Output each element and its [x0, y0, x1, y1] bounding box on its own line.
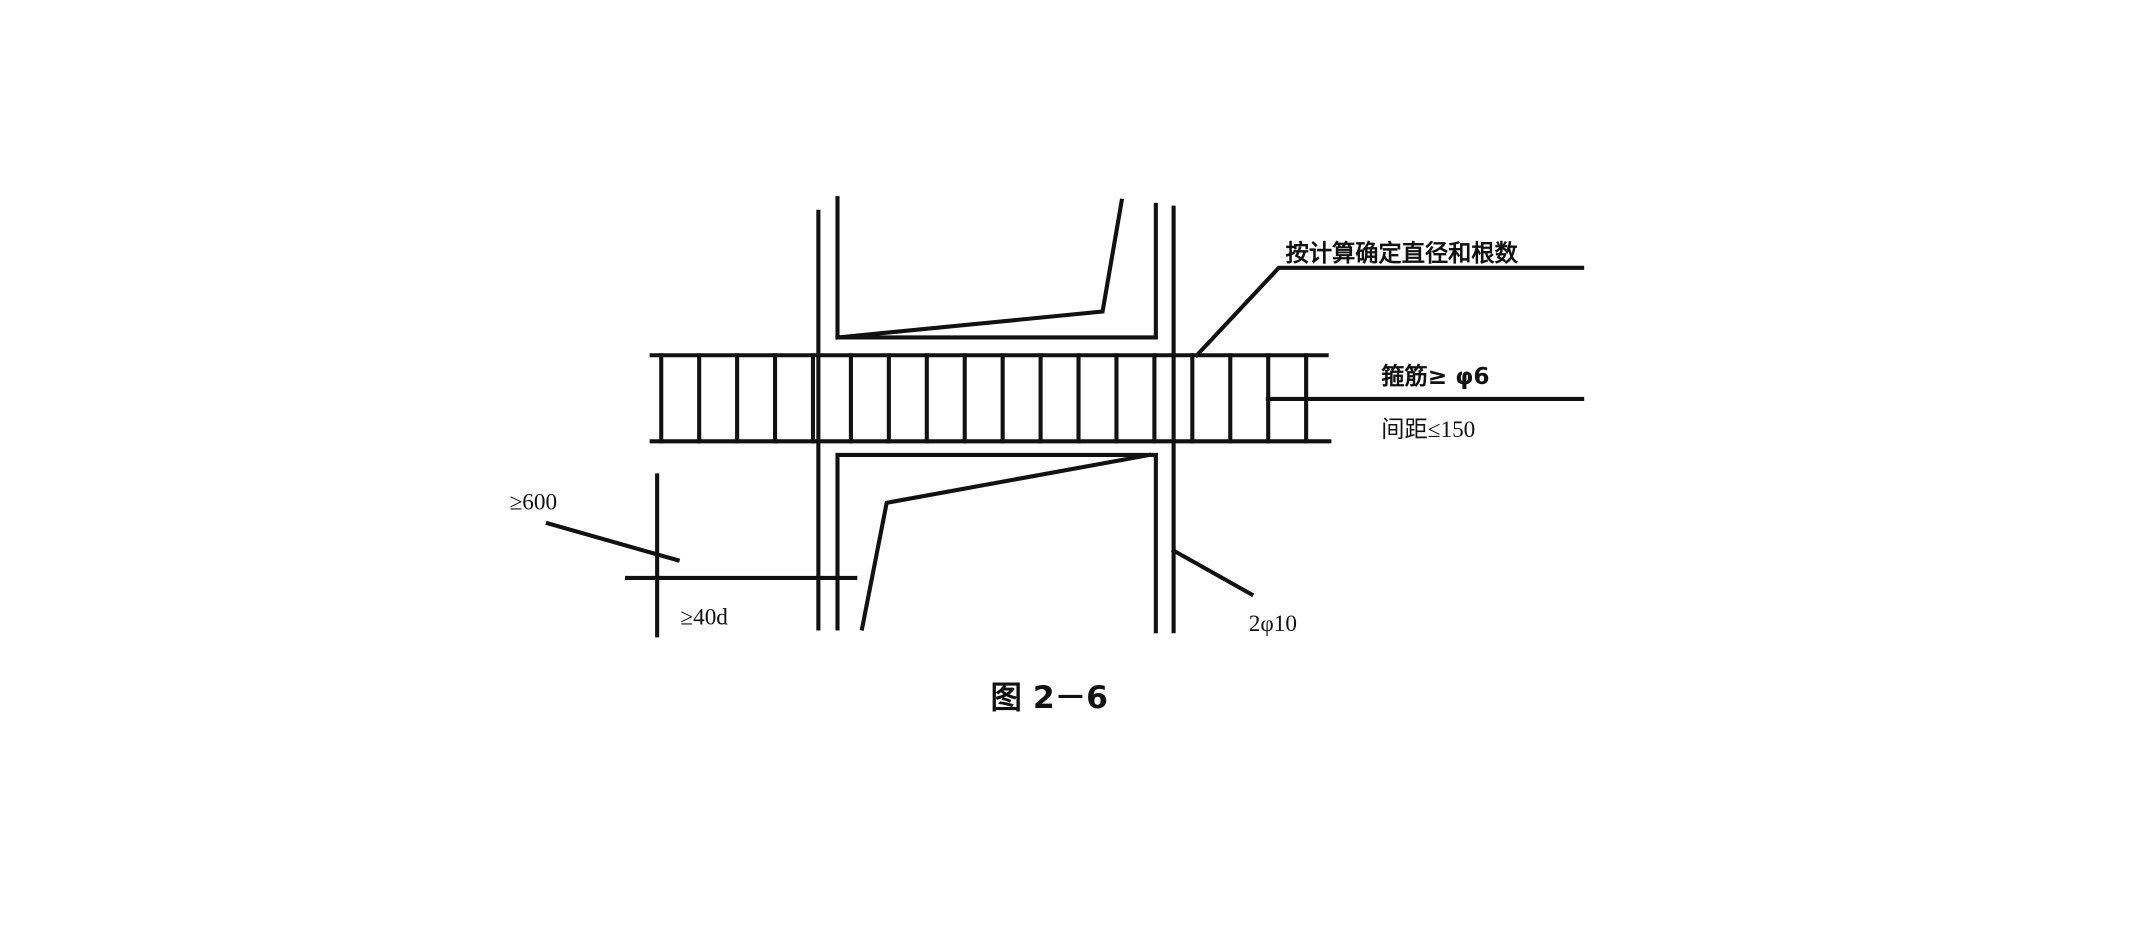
label-40d: ≥40d	[680, 604, 728, 630]
lower-bent-bar	[859, 452, 1152, 631]
leader-longitudinal-bars	[1193, 265, 1585, 359]
upper-inner-bar	[835, 196, 1158, 340]
label-longitudinal-bars: 按计算确定直径和根数	[1286, 240, 1519, 267]
figure-caption: 图 2－6	[991, 680, 1108, 716]
label-2phi10: 2φ10	[1249, 611, 1297, 637]
label-600: ≥600	[510, 490, 558, 516]
label-stirrup-diameter: 箍筋≥ φ6	[1381, 363, 1489, 390]
leader-2phi10	[1170, 547, 1255, 598]
column	[816, 196, 1176, 634]
lower-inner-bar	[835, 452, 1158, 634]
upper-bent-bar	[835, 198, 1125, 340]
beam-strip	[649, 353, 1332, 444]
stirrups	[659, 353, 1309, 444]
label-stirrup-spacing: 间距≤150	[1381, 417, 1475, 443]
